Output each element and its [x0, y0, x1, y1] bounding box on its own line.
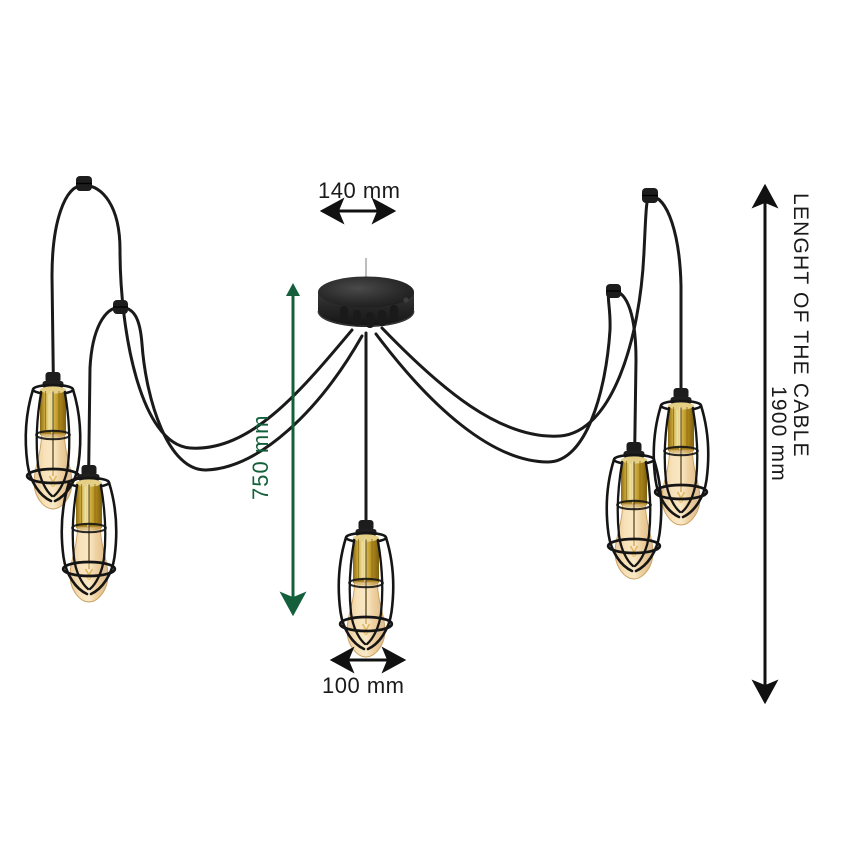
hook-right-outer [642, 188, 658, 203]
dimension-label-cable-length-value: 1900 mm [767, 386, 790, 482]
dimension-label-cable-length-name: LENGHT OF THE CABLE [789, 193, 812, 458]
pendant-lamp-left-outer [24, 370, 82, 511]
pendant-lamp-center [337, 518, 395, 659]
dimension-label-canopy-width: 140 mm [318, 178, 401, 203]
cable-right-outer [380, 194, 652, 438]
cable-hook-group [76, 176, 658, 314]
cable-right-inner [374, 289, 615, 464]
cable-left-outer [82, 183, 354, 450]
cable-group [50, 183, 683, 578]
dimension-drop-height [279, 283, 307, 617]
cable-left-inner [119, 305, 364, 472]
hook-left-inner [113, 300, 128, 314]
ceiling-canopy [317, 258, 415, 328]
hook-left-outer [76, 176, 92, 191]
dimension-label-shade-width: 100 mm [322, 673, 405, 698]
hook-right-inner [606, 284, 621, 298]
canopy-outlets [340, 305, 398, 328]
dimension-label-drop-height: 750 mm [248, 414, 273, 500]
